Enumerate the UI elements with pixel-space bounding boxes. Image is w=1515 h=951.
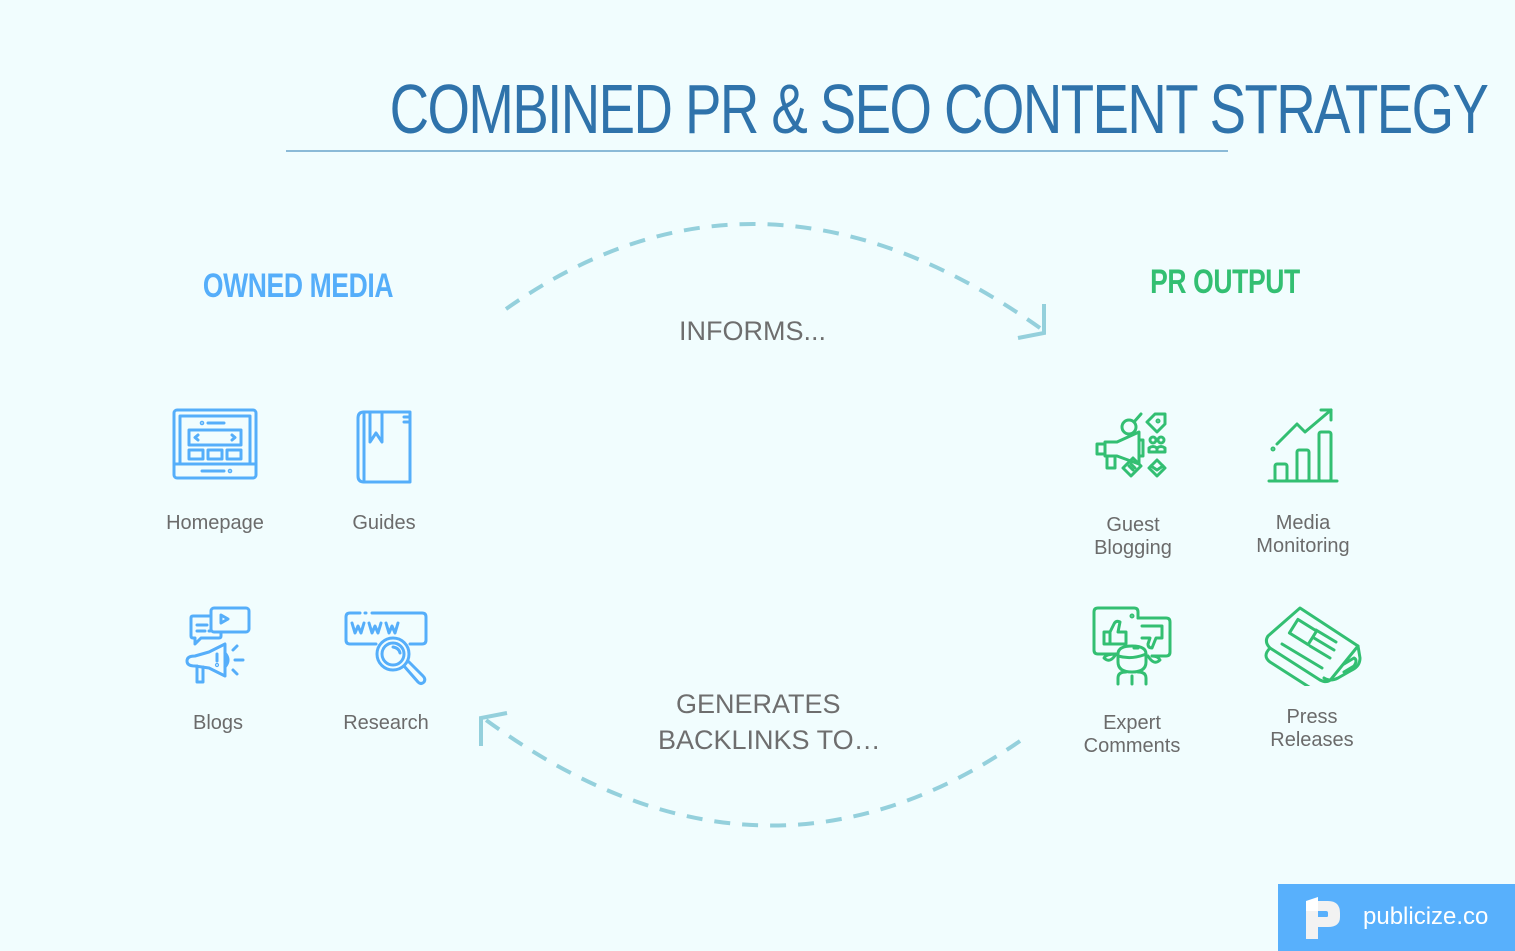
blogs-label: Blogs xyxy=(192,712,244,734)
press-releases-label-line1: Press xyxy=(1286,706,1338,728)
informs-arrow-curve xyxy=(504,222,1042,330)
megaphone-video-chat-icon xyxy=(185,606,251,684)
pr-item-expert-comments: Expert Comments xyxy=(1057,606,1207,758)
generates-label: GENERATES xyxy=(676,689,841,719)
publicize-logo-text: publicize.co xyxy=(1363,903,1489,930)
media-monitoring-label-line2: Monitoring xyxy=(1256,535,1350,557)
homepage-label: Homepage xyxy=(166,512,264,534)
pr-output-heading: PR OUTPUT xyxy=(1150,263,1300,301)
owned-item-blogs: Blogs xyxy=(143,606,293,735)
pr-item-media-monitoring: Media Monitoring xyxy=(1228,406,1378,558)
guest-blogging-label: Guest Blogging xyxy=(1058,514,1208,560)
owned-item-guides: Guides xyxy=(309,408,459,535)
owned-item-research: Research xyxy=(311,610,461,735)
media-monitoring-label-line1: Media xyxy=(1275,512,1331,534)
guest-blogging-label-line2: Blogging xyxy=(1094,537,1172,559)
backlinks-arrowhead-icon xyxy=(479,711,508,746)
guest-blogging-label-line1: Guest xyxy=(1106,514,1160,536)
website-layout-icon xyxy=(172,408,258,480)
owned-media-heading: OWNED MEDIA xyxy=(202,267,394,305)
expert-comments-label-line2: Comments xyxy=(1083,735,1181,757)
press-releases-label: Press Releases xyxy=(1237,706,1387,752)
backlinks-arrow-curve xyxy=(484,718,1022,828)
media-monitoring-label: Media Monitoring xyxy=(1228,512,1378,558)
pr-item-press-releases: Press Releases xyxy=(1237,606,1387,752)
informs-label: INFORMS... xyxy=(679,316,826,346)
informs-arrowhead-icon xyxy=(1017,304,1046,340)
expert-comments-label: Expert Comments xyxy=(1057,712,1207,758)
publicize-logo[interactable]: publicize.co xyxy=(1278,884,1515,951)
book-bookmark-icon xyxy=(356,410,412,484)
title-underline xyxy=(286,150,1228,152)
growth-chart-icon xyxy=(1267,408,1339,483)
www-search-icon xyxy=(344,611,428,685)
person-feedback-icon xyxy=(1092,606,1172,686)
backlinks-label: BACKLINKS TO… xyxy=(658,725,881,755)
press-releases-label-line2: Releases xyxy=(1270,729,1354,751)
newspaper-icon xyxy=(1264,606,1362,686)
research-label: Research xyxy=(343,712,429,734)
owned-item-homepage: Homepage xyxy=(140,408,290,535)
pr-item-guest-blogging: Guest Blogging xyxy=(1058,410,1208,560)
expert-comments-label-line1: Expert xyxy=(1103,712,1161,734)
publicize-p-icon xyxy=(1306,897,1340,939)
guides-label: Guides xyxy=(352,512,416,534)
megaphone-marketing-icon xyxy=(1095,412,1167,478)
